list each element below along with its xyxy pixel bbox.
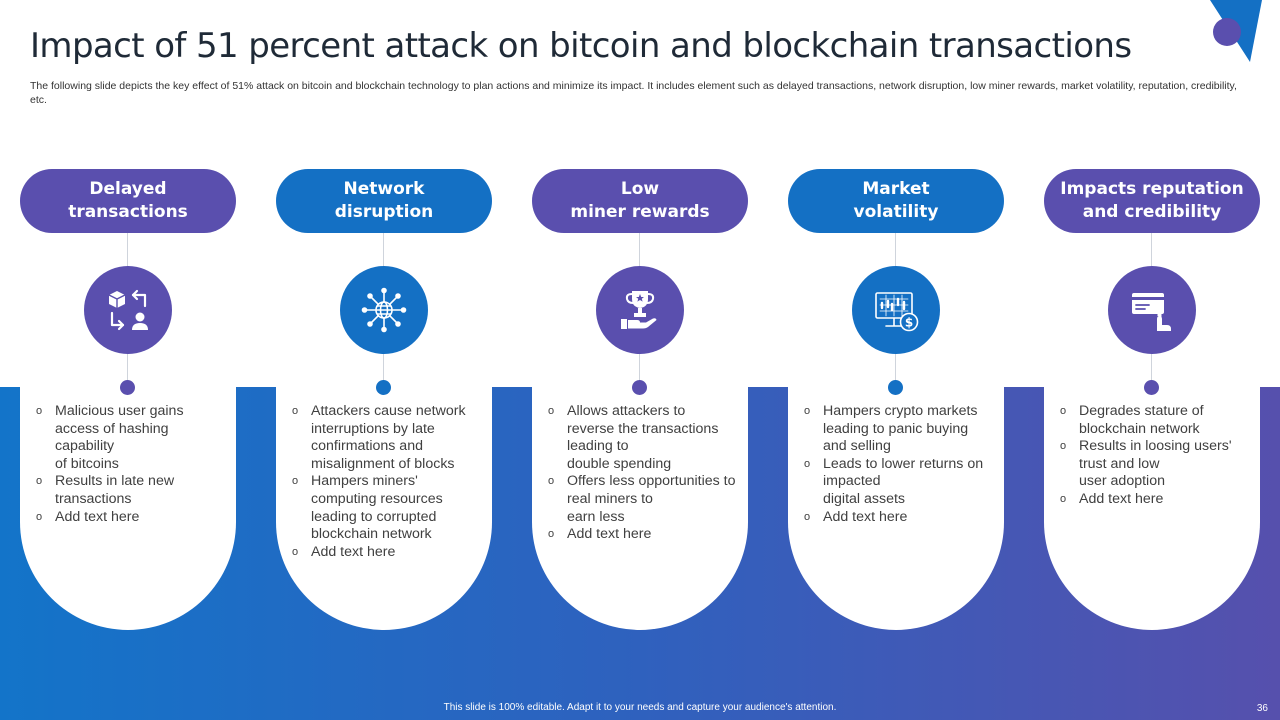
column-heading: Impacts reputation and credibility bbox=[1044, 169, 1260, 233]
bullet-marker-icon: o bbox=[36, 510, 43, 523]
connector-dot bbox=[888, 380, 903, 395]
global-network-icon bbox=[340, 266, 428, 354]
bullet-marker-icon: o bbox=[548, 528, 555, 541]
corner-decoration-icon bbox=[1210, 0, 1262, 62]
trophy-hand-icon bbox=[596, 266, 684, 354]
page-number: 36 bbox=[1256, 703, 1268, 714]
stock-monitor-dollar-icon: $ bbox=[852, 266, 940, 354]
bullet-marker-icon: o bbox=[804, 510, 811, 523]
package-user-transfer-icon bbox=[84, 266, 172, 354]
bullet-marker-icon: o bbox=[36, 475, 43, 488]
connector-dot bbox=[1144, 380, 1159, 395]
bullet-marker-icon: o bbox=[1060, 440, 1067, 453]
bullet-marker-icon: o bbox=[804, 457, 811, 470]
connector-dot bbox=[120, 380, 135, 395]
page-subtitle: The following slide depicts the key effe… bbox=[30, 80, 1237, 106]
column-heading: Low miner rewards bbox=[532, 169, 748, 233]
bullet-marker-icon: o bbox=[548, 475, 555, 488]
connector-dot bbox=[632, 380, 647, 395]
column-heading: Delayed transactions bbox=[20, 169, 236, 233]
bullet-marker-icon: o bbox=[292, 545, 299, 558]
bullet-marker-icon: o bbox=[804, 405, 811, 417]
column-heading: Network disruption bbox=[276, 169, 492, 233]
column-heading: Market volatility bbox=[788, 169, 1004, 233]
page-title: Impact of 51 percent attack on bitcoin a… bbox=[30, 26, 1132, 66]
bullet-marker-icon: o bbox=[548, 405, 555, 417]
bullet-marker-icon: o bbox=[1060, 405, 1067, 417]
bullet-marker-icon: o bbox=[292, 475, 299, 488]
bullet-marker-icon: o bbox=[1060, 492, 1067, 505]
card-pointer-hand-icon bbox=[1108, 266, 1196, 354]
connector-dot bbox=[376, 380, 391, 395]
footer-note: This slide is 100% editable. Adapt it to… bbox=[443, 702, 837, 713]
svg-text:$: $ bbox=[905, 316, 913, 330]
bullet-marker-icon: o bbox=[36, 405, 43, 417]
bullet-marker-icon: o bbox=[292, 405, 299, 417]
